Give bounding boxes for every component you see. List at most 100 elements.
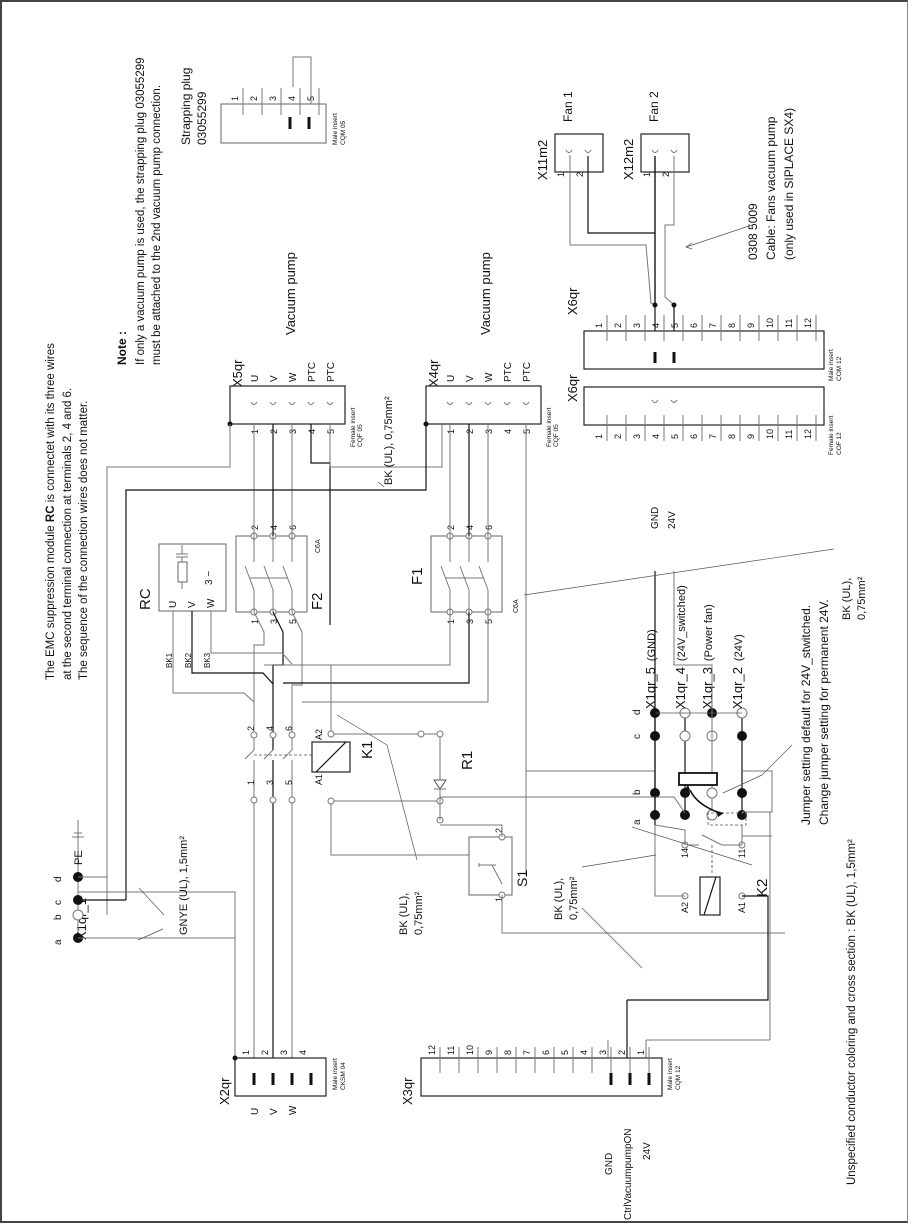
- x6qr-male-pin-5: 5: [670, 323, 680, 328]
- k1-name: K1: [359, 741, 376, 759]
- fan-1: X11m2 Fan 1 1 2: [535, 91, 604, 180]
- x5qr-socket-icon: [288, 401, 296, 405]
- x5qr-pin-4: 4: [307, 429, 317, 434]
- fan-cable-name: Cable: Fans vacuum pump: [764, 116, 778, 260]
- x3qr-signal-24v: 24V: [642, 1142, 653, 1160]
- x3qr-signal-gnd: GND: [604, 1153, 615, 1175]
- fan-1-pin-2: 2: [575, 172, 585, 177]
- x5qr-pin-2: 2: [269, 429, 279, 434]
- x6qr-female-pin-10: 10: [765, 429, 775, 439]
- x3qr-pin-8: 8: [503, 1050, 513, 1055]
- x6qr-female-pin-2: 2: [613, 434, 623, 439]
- bk075-label-x6-1: BK (UL),: [841, 578, 853, 620]
- s1-box: [468, 836, 513, 896]
- k2-coil-a1: A1: [737, 902, 747, 913]
- x4qr-socket-icon: [465, 401, 473, 405]
- x4qr-signal-0: U: [446, 375, 457, 382]
- fan-socket-icon: [584, 149, 592, 153]
- emc-note: The EMC suppression module RC is connect…: [45, 343, 90, 680]
- f2-pin-4: 4: [269, 525, 279, 530]
- x5qr-insert-2: CQF 05: [357, 424, 364, 447]
- f2-pin-5: 5: [288, 619, 298, 624]
- k1-coil-a1: A1: [314, 774, 324, 785]
- x4qr-insert-2: CQF 05: [553, 424, 560, 447]
- s1-switch: S1 1 2: [440, 824, 785, 934]
- x5qr-signal-4: PTC: [326, 362, 337, 382]
- k2-relay: 14 11 A2 A1 K2: [627, 824, 771, 1041]
- x2qr-signal-u: U: [250, 1108, 261, 1115]
- x5qr-socket-icon: [326, 401, 334, 405]
- x2qr-pin-1: 1: [241, 1050, 251, 1055]
- x6qr-male-pin-7: 7: [708, 323, 718, 328]
- x6qr-female-socket-icon: [651, 399, 659, 403]
- x4qr-pin-1: 1: [446, 429, 456, 434]
- x3qr-box: [420, 1057, 663, 1097]
- f1-switch-blade: [440, 565, 451, 591]
- x2qr-insert-2: CKSM 04: [340, 1062, 347, 1090]
- x6qr-female-insert-1: Female insert: [828, 415, 835, 455]
- rc-name: RC: [137, 588, 154, 610]
- f2-name: F2: [309, 592, 326, 610]
- x5qr-signal-1: V: [269, 375, 280, 382]
- fan-socket-icon: [651, 149, 659, 153]
- jumper[interactable]: [678, 744, 793, 826]
- x4qr-insert-1: Female insert: [546, 407, 553, 447]
- x5qr-socket-icon: [307, 401, 315, 405]
- k1-contact-3: 3: [265, 780, 275, 785]
- bk075-label-x5: BK (UL), 0,75mm²: [383, 396, 395, 485]
- x2qr-insert-1: Male insert: [332, 1058, 339, 1090]
- strapping-plug-pin-1: 1: [230, 96, 240, 101]
- f2-switch-blade: [244, 565, 255, 591]
- x1qr-wiring: [439, 571, 773, 1040]
- strapping-plug-pin-3: 3: [268, 96, 278, 101]
- rc-terminal-w: W: [206, 598, 217, 608]
- strapping-plug-pin-2: 2: [249, 96, 259, 101]
- f1-pin-3: 3: [465, 619, 475, 624]
- x1qr-col-c: c: [632, 734, 643, 739]
- f2-box: [235, 535, 308, 613]
- jumper-block[interactable]: [678, 772, 718, 786]
- fan-1-name: Fan 1: [561, 91, 575, 122]
- x4qr-socket-icon: [522, 401, 530, 405]
- x1qr-1-pe: PE: [73, 850, 85, 865]
- fan-cable-annotation: 0308 5009 Cable: Fans vacuum pump (only …: [685, 108, 796, 260]
- fan-wires: [569, 155, 677, 337]
- x1qr-2-name: X1qr_2(24V): [730, 634, 745, 709]
- f1-pin-4: 4: [465, 525, 475, 530]
- x4qr-signal-3: PTC: [503, 362, 514, 382]
- x1qr-4-name: X1qr_4(24V_switched): [673, 585, 688, 709]
- x6qr-female-gnd-label: GND: [650, 507, 661, 529]
- fan-2-connector: X12m2: [621, 139, 636, 180]
- x1qr-terminal-X1qr_2-b: [737, 788, 747, 798]
- resistor-icon: [177, 561, 188, 583]
- x5qr-signal-0: U: [250, 375, 261, 382]
- x1qr-terminal-X1qr_3-b: [706, 787, 718, 799]
- jumper-note-line-1: Jumper setting default for 24V_stwitched…: [799, 605, 813, 825]
- x6qr-male-pin-8: 8: [727, 323, 737, 328]
- fan-cable-part: 0308 5009: [746, 203, 760, 260]
- x6qr-female-pin-8: 8: [727, 434, 737, 439]
- k1-contact-terminal: [269, 731, 277, 739]
- x2qr-name: X2qr: [217, 1077, 232, 1105]
- x5qr-pin-1: 1: [250, 429, 260, 434]
- f1-pin-2: 2: [446, 525, 456, 530]
- fan-2: X12m2 Fan 2 1 2: [621, 91, 690, 180]
- note-line-2: must be attached to the 2nd vacuum pump …: [151, 85, 163, 365]
- x5qr-socket-icon: [250, 401, 258, 405]
- k2-contact-11: 11: [737, 849, 747, 858]
- x1qr-1-terminal: X1qr_1 a b c d PE GNYE (UL), 1,5mm²: [53, 820, 235, 945]
- x1qr-terminal-X1qr_2-c: [737, 731, 747, 741]
- x4qr-signal-2: W: [484, 372, 495, 382]
- x2qr-pin-3: 3: [279, 1050, 289, 1055]
- strapping-plug-pin-4: 4: [287, 96, 297, 101]
- fan-cable-note: (only used in SIPLACE SX4): [782, 108, 796, 260]
- x6qr-female-name: X6qr: [565, 374, 580, 402]
- s1-pin-1: 1: [494, 897, 504, 902]
- k1-contact-labels: 2 4 6 1 3 5: [246, 726, 294, 785]
- x4qr-box: [425, 385, 542, 425]
- r1-diode: R1: [417, 730, 476, 824]
